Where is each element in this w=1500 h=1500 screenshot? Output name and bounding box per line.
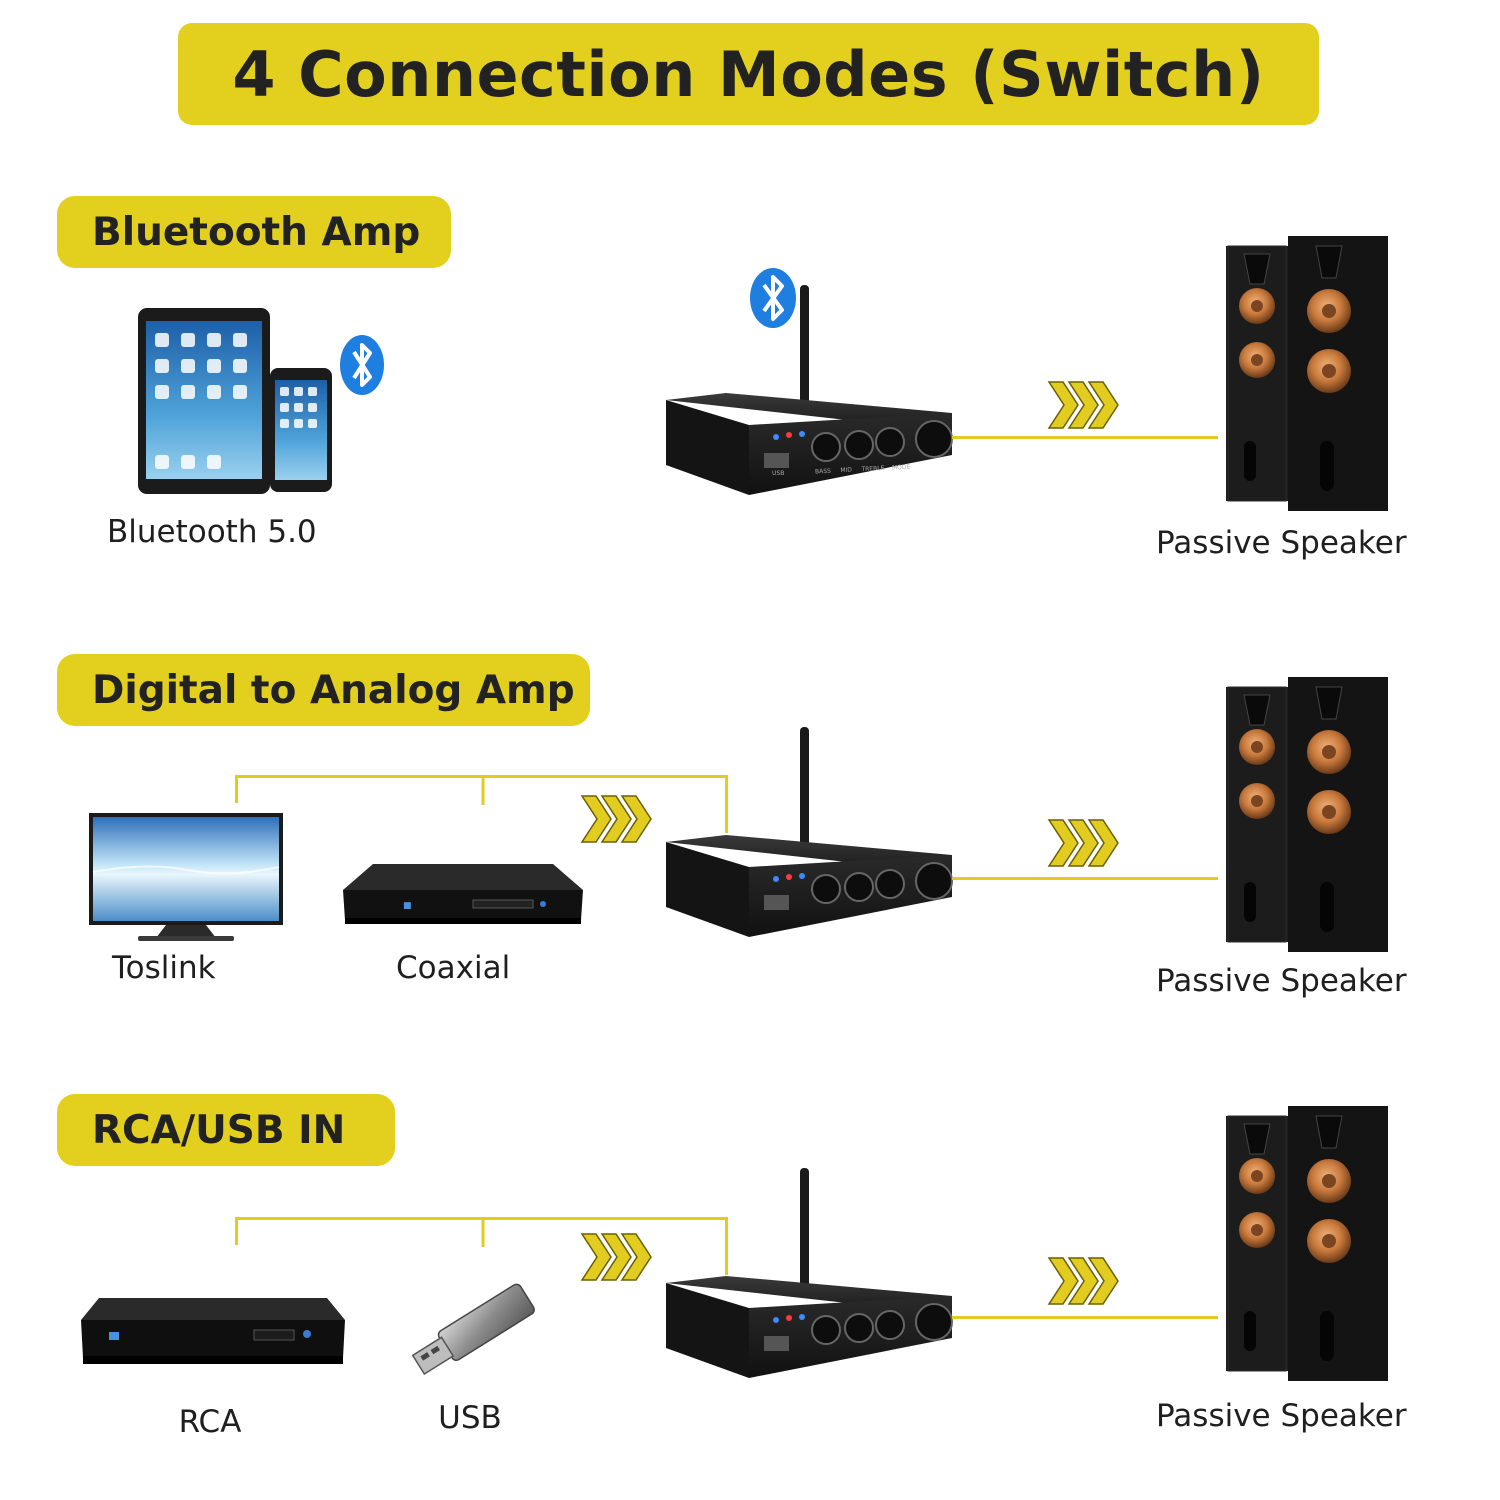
signal-arrows-icon xyxy=(1047,381,1119,429)
signal-wire xyxy=(952,877,1218,880)
signal-arrows-icon xyxy=(580,1233,652,1281)
knob-label-bass: BASS xyxy=(814,467,832,476)
output-label-passive-speaker-2: Passive Speaker xyxy=(1156,963,1407,999)
tower-speakers-icon xyxy=(1226,236,1388,511)
knob-label-treble: TREBLE xyxy=(861,464,885,474)
output-label-passive-speaker-3: Passive Speaker xyxy=(1156,1398,1407,1434)
svg-text:■: ■ xyxy=(403,901,412,911)
signal-wire xyxy=(952,1316,1218,1319)
tv-icon xyxy=(89,813,283,941)
source-label-usb: USB xyxy=(438,1400,502,1436)
source-label-coaxial: Coaxial xyxy=(396,950,511,986)
output-label-passive-speaker-1: Passive Speaker xyxy=(1156,525,1407,561)
signal-arrows-icon xyxy=(1047,819,1119,867)
source-label-toslink: Toslink xyxy=(112,950,216,986)
blu-ray-player-icon: ■ xyxy=(343,864,583,924)
section-title-bluetooth-amp: Bluetooth Amp xyxy=(57,196,451,268)
signal-wire xyxy=(235,1217,728,1275)
signal-wire xyxy=(235,775,728,833)
amplifier-icon xyxy=(666,727,953,937)
signal-wire xyxy=(952,436,1218,439)
signal-arrows-icon xyxy=(1047,1257,1119,1305)
source-label-rca: RCA xyxy=(178,1404,242,1440)
bluetooth-icon xyxy=(750,268,796,328)
section-title-rca-usb-in: RCA/USB IN xyxy=(57,1094,395,1166)
main-title: 4 Connection Modes (Switch) xyxy=(178,23,1319,125)
knob-label-mode: MODE xyxy=(891,463,911,472)
amplifier-icon xyxy=(666,1168,953,1378)
source-label-bluetooth: Bluetooth 5.0 xyxy=(107,514,317,550)
amp-port-label: USB xyxy=(772,470,785,477)
knob-label-mid: MID xyxy=(840,466,853,475)
blu-ray-player-icon xyxy=(81,1298,345,1364)
usb-drive-icon xyxy=(411,1283,535,1376)
signal-arrows-icon xyxy=(580,795,652,843)
amplifier-icon xyxy=(666,285,953,495)
section-title-digital-to-analog-amp: Digital to Analog Amp xyxy=(57,654,590,726)
tower-speakers-icon xyxy=(1226,677,1388,952)
tower-speakers-icon xyxy=(1226,1106,1388,1381)
tablet-phone-bluetooth-icon xyxy=(138,308,384,494)
